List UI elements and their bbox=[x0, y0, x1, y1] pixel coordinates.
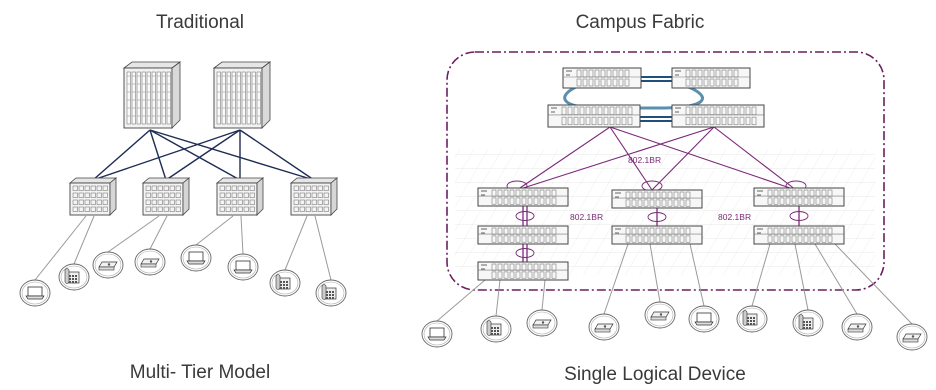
trad-uplink-2-2 bbox=[165, 129, 241, 181]
stack-ellipse-2 bbox=[515, 248, 535, 258]
ap-icon bbox=[896, 323, 928, 351]
ap-icon bbox=[841, 313, 873, 341]
stack-ellipse-1 bbox=[515, 211, 535, 221]
laptop-icon bbox=[19, 279, 51, 307]
trad-endpoint-link-2 bbox=[73, 215, 95, 265]
single-logical-device-caption: Single Logical Device bbox=[564, 364, 746, 385]
fabric-uplink-3-1 bbox=[609, 126, 797, 191]
ap-icon bbox=[526, 309, 558, 337]
phone-icon bbox=[58, 263, 90, 291]
right-stack-switch-2 bbox=[753, 225, 845, 245]
link-label-right: 802.1BR bbox=[718, 212, 751, 222]
left-stack-switch-1 bbox=[477, 187, 569, 207]
ap-icon bbox=[92, 251, 124, 279]
fabric-boundary bbox=[446, 51, 885, 291]
laptop-icon bbox=[227, 253, 259, 281]
core-switch-2 bbox=[671, 67, 751, 89]
phone-icon bbox=[736, 305, 768, 333]
fabric-uplink-2-2 bbox=[651, 126, 715, 191]
trad-uplink-3-1 bbox=[149, 129, 241, 181]
multi-tier-model-caption: Multi- Tier Model bbox=[129, 362, 271, 383]
fabric-endpoint-link-3 bbox=[541, 279, 546, 311]
core-switch-3 bbox=[547, 104, 641, 128]
trad-endpoint-link-5 bbox=[195, 215, 234, 246]
phone-icon bbox=[269, 269, 301, 297]
trad-endpoint-link-4 bbox=[149, 215, 168, 250]
fabric-endpoint-link-8 bbox=[794, 243, 809, 311]
trad-uplink-1-1 bbox=[92, 129, 151, 181]
phone-icon bbox=[315, 279, 347, 307]
access-switch-1 bbox=[68, 177, 118, 216]
trad-uplink-4-1 bbox=[149, 129, 315, 181]
left-stack-switch-3 bbox=[477, 261, 569, 281]
stack-ellipse-4 bbox=[789, 211, 809, 221]
ap-icon bbox=[134, 248, 166, 276]
fabric-endpoint-link-5 bbox=[649, 243, 661, 303]
fabric-endpoint-link-2 bbox=[495, 279, 501, 317]
laptop-icon bbox=[180, 244, 212, 272]
fabric-uplink-1-2 bbox=[516, 126, 715, 191]
trad-uplink-4-2 bbox=[239, 129, 315, 181]
trad-endpoint-link-6 bbox=[240, 215, 244, 255]
link-label-left: 802.1BR bbox=[570, 212, 603, 222]
access-switch-2 bbox=[141, 177, 191, 216]
laptop-icon bbox=[421, 320, 453, 348]
trad-endpoint-link-8 bbox=[314, 215, 332, 281]
trad-uplink-1-2 bbox=[92, 129, 241, 181]
core-switch-4 bbox=[671, 104, 765, 128]
ap-icon bbox=[588, 313, 620, 341]
core-stack-cable bbox=[563, 84, 704, 110]
link-label-core: 802.1BR bbox=[628, 155, 661, 165]
laptop-icon bbox=[688, 305, 720, 333]
phone-icon bbox=[792, 309, 824, 337]
left-stack-switch-2 bbox=[477, 225, 569, 245]
fabric-endpoint-link-9 bbox=[814, 243, 858, 315]
fabric-endpoint-link-10 bbox=[834, 243, 913, 325]
access-switch-4 bbox=[289, 177, 339, 216]
stack-ellipse-3 bbox=[647, 212, 667, 222]
fabric-uplink-3-2 bbox=[713, 126, 797, 191]
mid-stack-switch-2 bbox=[611, 225, 703, 245]
fabric-uplink-2-1 bbox=[609, 126, 653, 191]
ap-icon bbox=[644, 301, 676, 329]
core-interlink bbox=[640, 76, 672, 122]
fabric-endpoint-link-7 bbox=[751, 243, 771, 307]
trad-endpoint-link-3 bbox=[107, 215, 160, 253]
core-switch-1 bbox=[562, 67, 642, 89]
fabric-endpoint-link-6 bbox=[689, 243, 705, 307]
campus-fabric-title: Campus Fabric bbox=[575, 12, 705, 33]
fabric-endpoint-link-4 bbox=[603, 243, 629, 315]
traditional-title: Traditional bbox=[155, 12, 244, 33]
phone-icon bbox=[480, 315, 512, 343]
right-stack-switch-1 bbox=[753, 187, 845, 207]
fabric-endpoint-link-1 bbox=[436, 279, 486, 322]
trad-endpoint-link-7 bbox=[284, 215, 308, 271]
access-switch-3 bbox=[215, 177, 265, 216]
trad-endpoint-link-1 bbox=[34, 215, 87, 281]
trad-uplink-2-1 bbox=[149, 129, 167, 181]
mid-stack-switch-1 bbox=[611, 189, 703, 209]
core-chassis-2 bbox=[212, 61, 272, 129]
fabric-uplink-1-1 bbox=[516, 126, 611, 191]
core-chassis-1 bbox=[122, 61, 182, 129]
